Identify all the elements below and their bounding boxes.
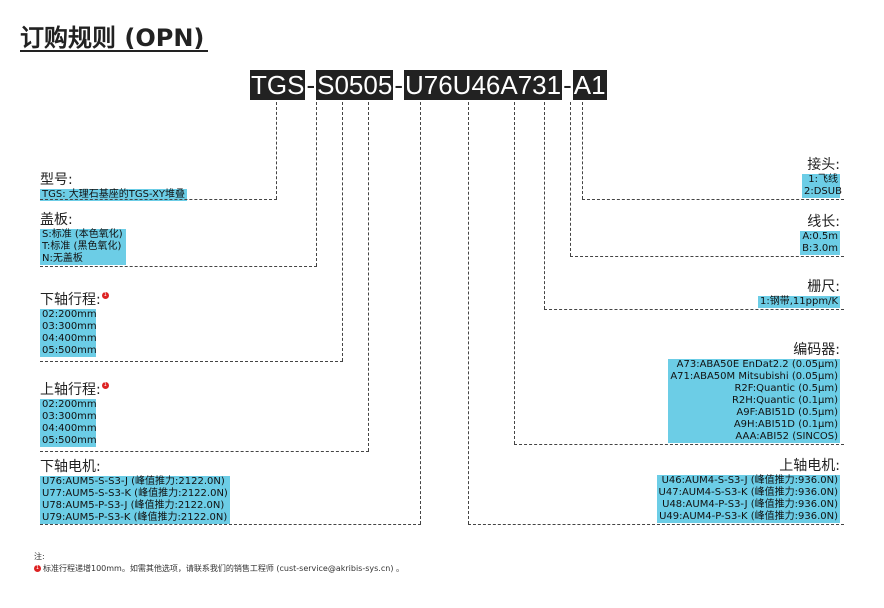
upper-stroke-label: 上轴行程:1 — [40, 382, 109, 398]
encoder-option: AAA:ABI52 (SINCOS) — [733, 431, 840, 443]
model-label: 型号: — [40, 172, 73, 188]
code-separator: - — [394, 70, 403, 100]
code-segment-cable-connector: A1 — [572, 70, 607, 100]
model-group: 型号: TGS: 大理石基座的TGS-XY堆叠 — [40, 172, 188, 201]
upper-stroke-option: 02:200mm — [40, 399, 97, 411]
upper-stroke-option: 05:500mm — [40, 435, 97, 447]
code-segment-motor-encoder: U76U46A731 — [403, 70, 563, 100]
leader-lower-motor — [40, 524, 421, 525]
leader-vertical-encoder — [514, 102, 515, 444]
leader-vertical-scale — [544, 102, 545, 309]
lower-stroke-option: 03:300mm — [40, 321, 97, 333]
title-underline — [20, 50, 208, 52]
leader-vertical-upper-motor — [468, 102, 469, 524]
lower-stroke-group: 下轴行程:1 02:200mm 03:300mm 04:400mm 05:500… — [40, 292, 109, 357]
cover-option: T:标准 (黑色氧化) — [40, 241, 126, 253]
leader-vertical-model — [276, 102, 277, 199]
lower-stroke-option: 02:200mm — [40, 309, 97, 321]
cover-option: N:无盖板 — [40, 253, 126, 265]
leader-upper-stroke — [40, 451, 369, 452]
upper-stroke-option: 03:300mm — [40, 411, 97, 423]
leader-connector — [582, 199, 844, 200]
leader-scale — [544, 309, 844, 310]
upper-motor-label: 上轴电机: — [779, 458, 840, 474]
note-text: 标准行程递增100mm。如需其他选项，请联系我们的销售工程师 (cust-ser… — [43, 564, 404, 573]
upper-motor-option: U47:AUM4-S-S3-K (峰值推力:936.0N) — [656, 487, 840, 499]
encoder-option: A73:ABA50E EnDat2.2 (0.05μm) — [674, 359, 840, 371]
encoder-option: R2H:Quantic (0.1μm) — [729, 395, 840, 407]
scale-group: 栅尺: 1:钢带,11ppm/K — [758, 279, 840, 308]
lower-stroke-option: 05:500mm — [40, 345, 97, 357]
note-mark-icon: 1 — [34, 565, 41, 572]
cover-label: 盖板: — [40, 212, 73, 228]
lower-motor-option: U77:AUM5-S-S3-K (峰值推力:2122.0N) — [40, 488, 230, 500]
leader-vertical-cable — [570, 102, 571, 256]
leader-cable — [570, 256, 844, 257]
part-number-code: TGS - S0505 - U76U46A731 - A1 — [250, 70, 607, 100]
connector-option: 2:DSUB — [802, 186, 842, 198]
connector-group: 接头: 1:飞线 2:DSUB — [802, 157, 842, 198]
encoder-label: 编码器: — [793, 342, 840, 358]
lower-stroke-label: 下轴行程:1 — [40, 292, 109, 308]
scale-label: 栅尺: — [807, 279, 840, 295]
encoder-option: R2F:Quantic (0.5μm) — [732, 383, 840, 395]
leader-vertical-connector — [582, 102, 583, 199]
leader-cover — [40, 266, 317, 267]
model-option: TGS: 大理石基座的TGS-XY堆叠 — [40, 189, 188, 201]
upper-motor-group: 上轴电机: U46:AUM4-S-S3-J (峰值推力:936.0N) U47:… — [656, 458, 840, 523]
cable-label: 线长: — [807, 214, 840, 230]
upper-motor-option: U49:AUM4-P-S3-K (峰值推力:936.0N) — [657, 511, 840, 523]
lower-motor-option: U78:AUM5-P-S3-J (峰值推力:2122.0N) — [40, 500, 230, 512]
note-mark-icon: 1 — [101, 292, 109, 299]
code-separator: - — [306, 70, 316, 100]
leader-vertical-lower-motor — [420, 102, 421, 524]
lower-motor-group: 下轴电机: U76:AUM5-S-S3-J (峰值推力:2122.0N) U77… — [40, 459, 230, 524]
upper-motor-option: U46:AUM4-S-S3-J (峰值推力:936.0N) — [659, 475, 840, 487]
note-mark-icon: 1 — [101, 382, 109, 389]
leader-encoder — [514, 444, 844, 445]
upper-stroke-option: 04:400mm — [40, 423, 97, 435]
lower-stroke-option: 04:400mm — [40, 333, 97, 345]
leader-vertical-lower-stroke — [342, 102, 343, 361]
scale-option: 1:钢带,11ppm/K — [758, 296, 840, 308]
lower-motor-option: U76:AUM5-S-S3-J (峰值推力:2122.0N) — [40, 476, 230, 488]
leader-upper-motor — [468, 524, 844, 525]
code-segment-cover-stroke: S0505 — [316, 70, 394, 100]
code-segment-model: TGS — [250, 70, 306, 100]
upper-stroke-group: 上轴行程:1 02:200mm 03:300mm 04:400mm 05:500… — [40, 382, 109, 447]
cover-option: S:标准 (本色氧化) — [40, 229, 126, 241]
connector-option: 1:飞线 — [802, 174, 840, 186]
code-separator: - — [563, 70, 572, 100]
leader-model — [40, 199, 277, 200]
encoder-option: A9H:ABI51D (0.1μm) — [731, 419, 840, 431]
encoder-group: 编码器: A73:ABA50E EnDat2.2 (0.05μm) A71:AB… — [668, 342, 840, 443]
cover-group: 盖板: S:标准 (本色氧化) T:标准 (黑色氧化) N:无盖板 — [40, 212, 126, 265]
leader-lower-stroke — [40, 361, 343, 362]
lower-motor-option: U79:AUM5-P-S3-K (峰值推力:2122.0N) — [40, 512, 230, 524]
page-title: 订购规则 (OPN) — [20, 24, 205, 52]
cable-option: A:0.5m — [800, 231, 840, 243]
lower-motor-label: 下轴电机: — [40, 459, 101, 475]
connector-label: 接头: — [807, 157, 840, 173]
encoder-option: A9F:ABI51D (0.5μm) — [734, 407, 840, 419]
cable-group: 线长: A:0.5m B:3.0m — [800, 214, 840, 255]
upper-motor-option: U48:AUM4-P-S3-J (峰值推力:936.0N) — [660, 499, 840, 511]
cable-option: B:3.0m — [800, 243, 840, 255]
encoder-option: A71:ABA50M Mitsubishi (0.05μm) — [668, 371, 840, 383]
leader-vertical-upper-stroke — [368, 102, 369, 451]
notes-label: 注: — [34, 552, 45, 561]
leader-vertical-cover — [316, 102, 317, 266]
